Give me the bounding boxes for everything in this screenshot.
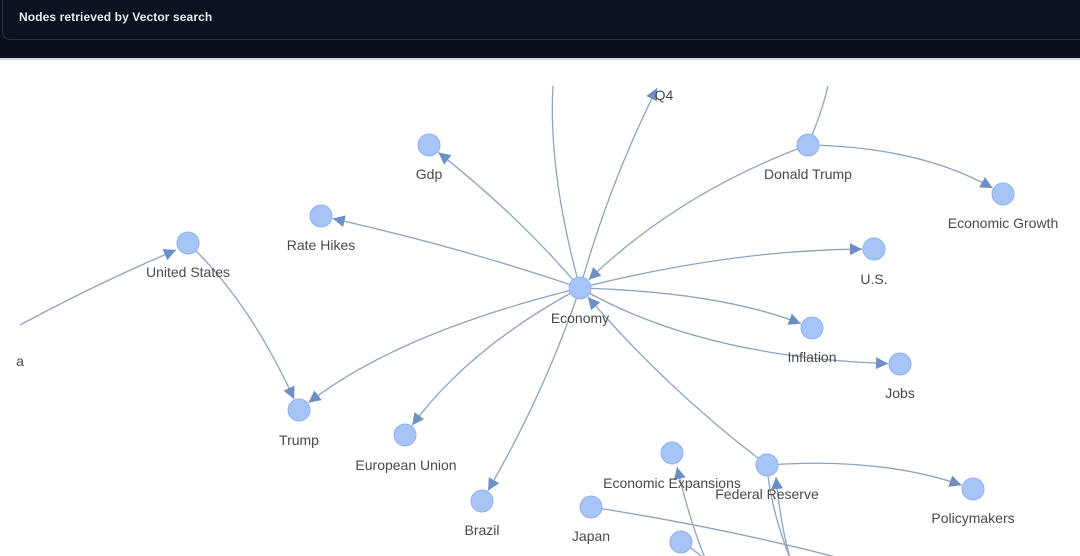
node-policymakers[interactable] [961,477,985,501]
panel-header: Nodes retrieved by Vector search [2,0,1080,40]
edge-to-economic-expansions [673,466,705,556]
edge-economy-to-gdp [438,151,581,289]
edge-federal-reserve-to-policymakers [766,462,962,487]
node-european-union[interactable] [393,423,417,447]
node-label-q4: Q4 [655,87,674,103]
canvas-mask [0,486,60,556]
edge-economy-to-rate-hikes [332,215,581,289]
node-japan[interactable] [579,495,603,519]
node-label-inflation: Inflation [787,349,836,365]
node-label-economy: Economy [551,310,609,326]
edge-economy-to-brazil [487,287,581,491]
panel-title: Nodes retrieved by Vector search [19,10,213,24]
node-label-jobs: Jobs [885,385,915,401]
node-label-japan: Japan [572,528,610,544]
node-label-economic-expansions: Economic Expansions [603,475,741,491]
node-label-donald-trump: Donald Trump [764,166,852,182]
node-rate-hikes[interactable] [309,204,333,228]
node-economic-growth[interactable] [991,182,1015,206]
node-united-states[interactable] [176,231,200,255]
edge-economy-to-jobs [579,287,889,370]
node-label-rate-hikes: Rate Hikes [287,237,355,253]
node-federal-reserve[interactable] [755,453,779,477]
node-economic-expansions[interactable] [660,441,684,465]
edge-economy-to-trump [308,287,581,404]
edge-donald-trump-to-economic-growth [807,144,993,189]
edge-federal-reserve-to-economy [587,296,768,466]
edge-donald-trump-to-economy [588,144,809,281]
node-trump[interactable] [287,398,311,422]
node-label-policymakers: Policymakers [931,510,1014,526]
node-inflation[interactable] [800,316,824,340]
node-donald-trump[interactable] [796,133,820,157]
node-brazil[interactable] [470,489,494,513]
edge-offscreen-top [551,85,581,289]
node-economy[interactable] [568,276,592,300]
edge-economy-to-us [579,243,863,289]
edge-economy-to-q4 [579,87,658,289]
node-label-trump: Trump [279,432,319,448]
node-label-brazil: Brazil [464,522,499,538]
node-us[interactable] [862,237,886,261]
edge-united-states-to-trump [187,242,295,400]
node-label-united-states: United States [146,264,230,280]
node-node-bottom[interactable] [669,530,693,554]
edge-layer [19,85,993,556]
edge-left-to-united-states [19,249,177,326]
edge-economy-to-european-union [411,287,581,426]
node-jobs[interactable] [888,352,912,376]
node-label-left-cut: a [16,353,24,369]
node-label-federal-reserve: Federal Reserve [715,486,819,502]
node-layer [176,133,1015,554]
node-label-gdp: Gdp [416,166,443,182]
edge-japan-offscreen [590,506,835,556]
edge-economy-to-inflation [579,287,802,325]
node-label-us: U.S. [860,271,887,287]
node-gdp[interactable] [417,133,441,157]
node-label-european-union: European Union [355,457,456,473]
node-label-economic-growth: Economic Growth [948,215,1058,231]
edge-to-federal-reserve [771,476,791,556]
